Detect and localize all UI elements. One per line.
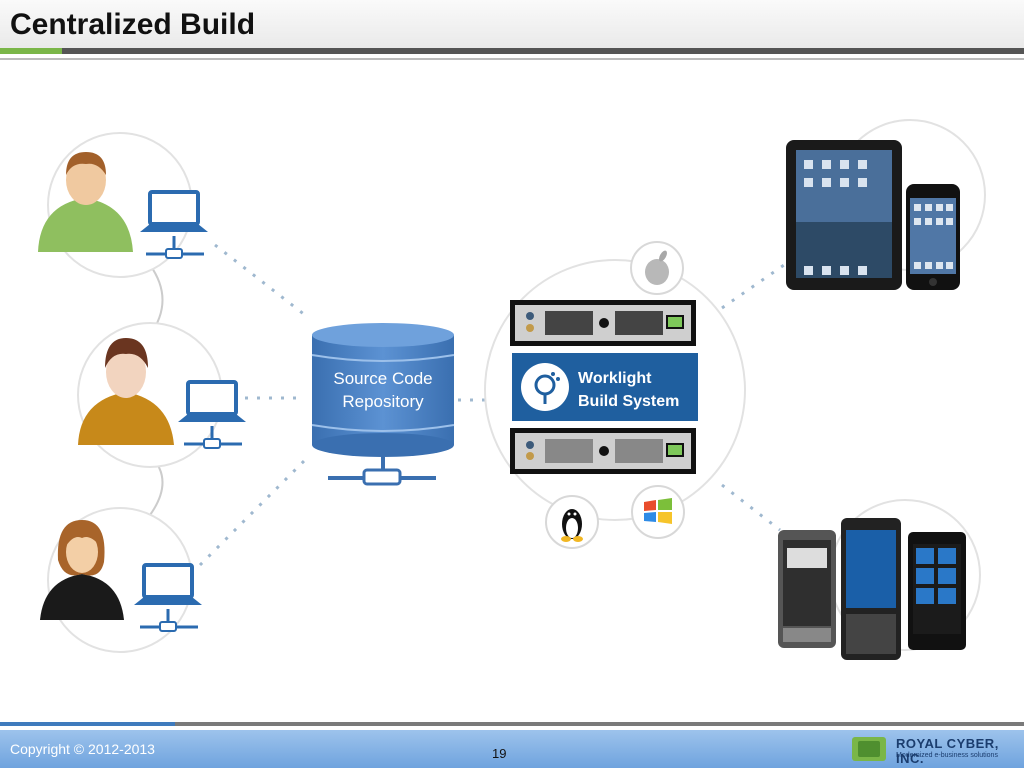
slide-header [0,0,1024,50]
build-system: Worklight Build System [484,241,746,549]
laptop-icon [134,563,202,632]
build-system-label-line2: Build System [578,393,679,410]
other-smartphones [778,499,981,660]
user-male-icon [78,338,174,445]
developer-1 [38,132,208,278]
laptop-icon [140,190,208,259]
server-rack-bottom [510,428,696,474]
linux-tux-icon [545,495,599,549]
worklight-logo-icon [534,372,560,404]
laptop-icon [178,380,246,449]
worklight-build-panel: Worklight Build System [512,353,698,421]
header-divider [0,48,1024,54]
apple-devices [786,119,986,290]
flow-arrows-devices [721,263,785,532]
user-male-icon [38,152,133,252]
repository-label-line1: Source Code [333,369,432,388]
repository-label-line2: Repository [342,392,424,411]
company-tagline: Modernized e-business solutions [896,752,998,759]
header-accent [0,48,62,54]
company-logo-icon [852,737,886,761]
flow-arrows-developers [198,243,307,567]
windows-phone-icon [908,532,966,650]
copyright-text: Copyright © 2012-2013 [10,741,155,757]
header-divider-thin [0,58,1024,60]
developer-3 [40,507,202,653]
windows-icon [631,485,685,539]
developer-2 [77,322,246,468]
apple-icon [630,241,684,295]
user-female-icon [40,520,124,620]
iphone-icon [906,184,960,290]
network-icon [328,457,436,486]
blackberry-phone-icon [841,518,901,660]
server-rack-top [510,300,696,346]
android-phone-icon [778,530,836,648]
slide-title: Centralized Build [10,8,256,41]
centralized-build-diagram: Source Code Repository [38,119,986,660]
source-code-repository: Source Code Repository [311,323,455,486]
page-number: 19 [492,746,507,761]
build-system-label-line1: Worklight [578,370,652,387]
ipad-icon [786,140,902,290]
company-name: ROYAL CYBER, INC. [896,736,999,766]
footer-accent [0,722,175,726]
footer-divider [0,722,1024,726]
